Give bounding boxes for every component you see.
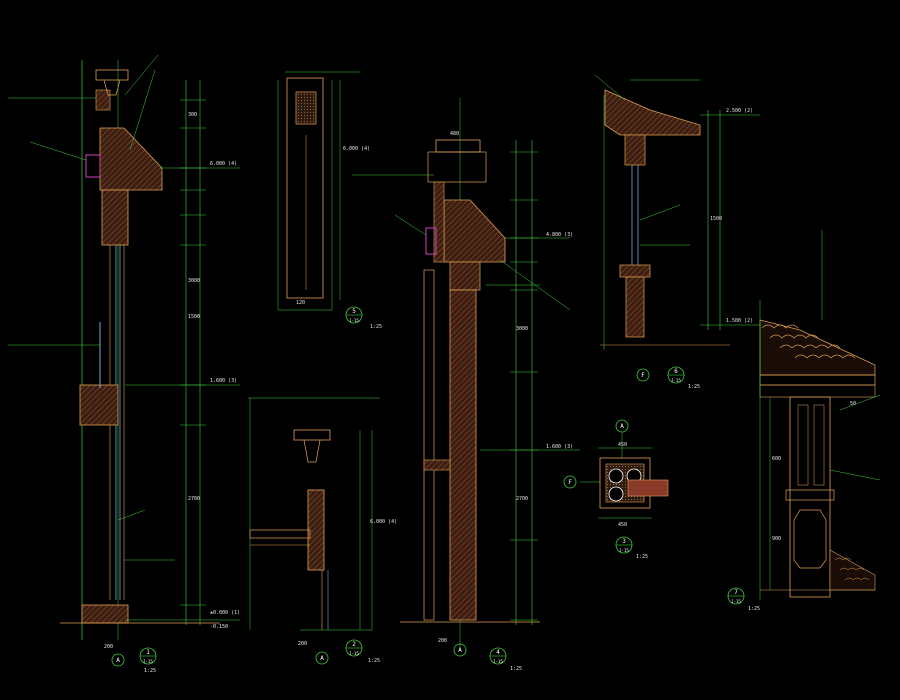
dimension-label: 300 [188,112,197,118]
dimension-label: 2700 [188,496,200,502]
axis-label: A [620,423,624,430]
section-3-text: A F 450 450 [563,419,629,528]
section-6-text: 2.500 (2) 1.500 (2) 1500 [710,108,753,324]
dimension-label: 3000 [516,326,528,332]
dimension-label: 1500 [710,216,722,222]
section-number: 1 [146,649,150,656]
section-5-drawing [277,71,360,311]
section-number: 3 [622,538,626,545]
section-6-callout: 6 J-15 1:25 F [636,366,700,390]
section-5-text: 6.000 (4) 120 [296,146,370,306]
section-2-drawing [248,397,380,631]
dimension-label: 480 [450,131,459,137]
dimension-label: 450 [618,522,627,528]
section-number: 4 [496,649,500,656]
dimension-label: 200 [438,638,447,644]
section-sheet: J-15 [349,318,359,323]
section-1-text: 6.000 (4) 1.600 (3) ±0.000 (1) -0.150 30… [104,112,240,650]
section-scale: 1:25 [368,658,380,664]
axis-label: A [458,647,462,654]
elevation-label: 6.000 (4) [343,146,370,152]
section-1-callout: 1 J-15 1:25 A [111,647,157,674]
dimension-label: 450 [618,442,627,448]
elevation-label: 1.500 (2) [726,318,753,324]
elevation-label: 6.000 (4) [370,519,397,525]
dimension-label: 1500 [188,314,200,320]
section-7-drawing [759,230,881,600]
section-scale: 1:25 [144,668,156,674]
section-scale: 1:25 [370,324,382,330]
section-number: 7 [734,589,738,596]
elevation-label: 4.800 (3) [546,232,573,238]
elevation-label: ±0.000 (1) [210,610,240,616]
dimension-label: 120 [296,300,305,306]
elevation-label: 2.500 (2) [726,108,753,114]
section-sheet: J-15 [619,548,629,553]
axis-label: F [641,372,645,379]
axis-label: A [320,655,324,662]
section-number: 6 [674,368,678,375]
dimension-label: 200 [104,644,113,650]
elevation-label: 1.600 (3) [210,378,237,384]
dimension-label: 900 [772,536,781,542]
dimension-label: 50 [850,401,856,407]
axis-label: F [568,479,572,486]
section-scale: 1:25 [748,606,760,612]
section-3-callout: 3 J-15 1:25 [615,536,648,560]
section-sheet: J-15 [731,599,741,604]
section-4-callout: 4 J-15 1:25 A [453,643,522,672]
elevation-label: 6.000 (4) [210,161,237,167]
section-scale: 1:25 [636,554,648,560]
section-number: 5 [352,308,356,315]
section-4-text: 4.800 (3) 1.600 (3) 3000 2700 480 200 [438,131,573,644]
section-5-callout: 5 J-15 1:25 [345,306,382,330]
dimension-label: 3000 [188,278,200,284]
section-sheet: J-15 [143,659,153,664]
section-sheet: J-15 [493,659,503,664]
section-6-drawing [594,74,760,350]
section-4-drawing [352,98,580,650]
section-sheet: J-15 [671,378,681,383]
section-2-callout: 2 J-15 1:25 A [315,639,380,665]
section-sheet: J-15 [349,651,359,656]
dimension-label: 2700 [516,496,528,502]
dimension-label: 600 [772,456,781,462]
section-7-text: 600 900 50 [772,401,856,542]
section-number: 2 [352,641,356,648]
section-2-text: 6.000 (4) 200 [298,519,397,647]
elevation-label: -0.150 [210,624,228,630]
dimension-label: 200 [298,641,307,647]
section-scale: 1:25 [688,384,700,390]
section-7-callout: 7 J-15 1:25 [727,587,760,612]
elevation-label: 1.600 (3) [546,444,573,450]
section-1-drawing [8,54,240,640]
section-3-drawing [580,432,669,519]
section-scale: 1:25 [510,666,522,672]
axis-label: A [116,657,120,664]
